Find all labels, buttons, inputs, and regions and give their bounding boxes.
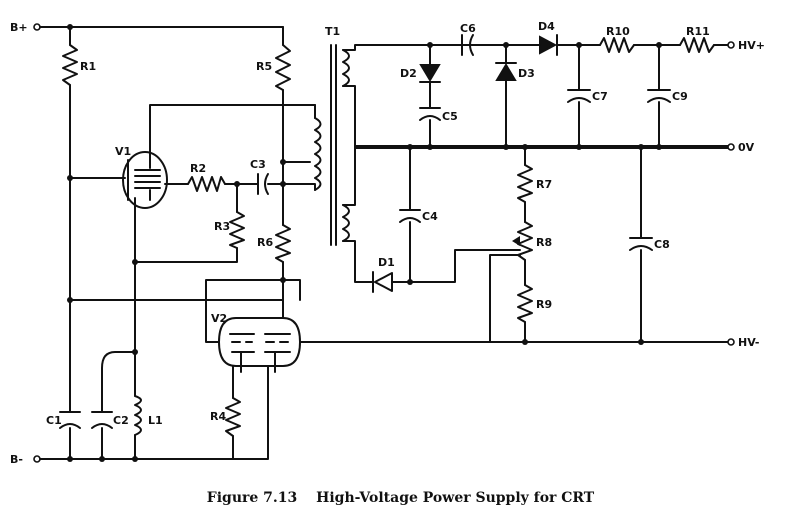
resistor-r11 — [679, 37, 715, 53]
resistors — [62, 37, 715, 437]
zero-v-terminal — [727, 143, 735, 151]
diode-d1 — [372, 249, 521, 293]
resistor-r7 — [517, 164, 533, 203]
capacitor-c5 — [419, 107, 441, 121]
label-l1: L1 — [148, 414, 163, 427]
label-v2: V2 — [211, 312, 227, 325]
resistor-r9 — [517, 284, 533, 323]
capacitor-c4 — [399, 209, 421, 223]
label-r5: R5 — [256, 60, 272, 73]
resistor-r2 — [187, 176, 226, 192]
label-0v: 0V — [738, 141, 755, 154]
capacitor-c9 — [647, 89, 671, 103]
label-c2: C2 — [113, 414, 129, 427]
resistor-r5 — [275, 44, 291, 91]
label-v1: V1 — [115, 145, 131, 158]
label-r7: R7 — [536, 178, 552, 191]
left-wiring — [33, 23, 316, 463]
label-d4: D4 — [538, 20, 555, 33]
diode-d3 — [495, 62, 517, 81]
label-d1: D1 — [378, 256, 395, 269]
label-c8: C8 — [654, 238, 670, 251]
caption-figure-number: Figure 7.13 — [206, 490, 298, 506]
resistor-r4 — [225, 397, 241, 437]
resistor-r1 — [62, 44, 78, 86]
figure-caption: Figure 7.13 High-Voltage Power Supply fo… — [0, 490, 801, 506]
caption-title: High-Voltage Power Supply for CRT — [316, 490, 595, 506]
tube-v1 — [122, 151, 168, 209]
capacitors — [59, 34, 671, 429]
label-c1: C1 — [46, 414, 62, 427]
label-hv-minus: HV- — [738, 336, 759, 349]
label-t1: T1 — [325, 25, 340, 38]
resistor-r6 — [275, 224, 291, 263]
label-r4: R4 — [210, 410, 226, 423]
transformer-t1 — [299, 44, 546, 283]
resistor-r3 — [229, 211, 245, 249]
label-c5: C5 — [442, 110, 458, 123]
label-d3: D3 — [518, 67, 535, 80]
right-wiring — [355, 41, 735, 346]
label-c3: C3 — [250, 158, 266, 171]
hv-minus-terminal — [727, 338, 735, 346]
tube-v2 — [69, 254, 521, 460]
label-r1: R1 — [80, 60, 96, 73]
capacitor-c1 — [59, 411, 81, 429]
resistor-r10 — [599, 37, 635, 53]
label-b-plus: B+ — [10, 21, 28, 34]
capacitor-c3 — [257, 173, 269, 195]
junctions — [67, 24, 662, 462]
label-d2: D2 — [400, 67, 417, 80]
label-c9: C9 — [672, 90, 688, 103]
label-r11: R11 — [686, 25, 710, 38]
diode-d4 — [539, 34, 558, 56]
label-b-minus: B- — [10, 453, 23, 466]
label-r2: R2 — [190, 162, 206, 175]
capacitor-c2 — [91, 411, 113, 429]
capacitor-c7 — [567, 89, 591, 103]
label-hv-plus: HV+ — [738, 39, 765, 52]
diode-d2 — [419, 64, 441, 83]
label-c7: C7 — [592, 90, 608, 103]
circuit-schematic: B+ B- HV+ 0V HV- R1 R2 R3 R4 R5 R6 R7 R8… — [10, 20, 765, 466]
inductor-l1 — [134, 395, 142, 436]
label-r6: R6 — [257, 236, 273, 249]
label-r10: R10 — [606, 25, 630, 38]
hv-plus-terminal — [727, 41, 735, 49]
label-r8: R8 — [536, 236, 552, 249]
label-c4: C4 — [422, 210, 438, 223]
labels: B+ B- HV+ 0V HV- R1 R2 R3 R4 R5 R6 R7 R8… — [10, 20, 765, 466]
label-r3: R3 — [214, 220, 230, 233]
label-r9: R9 — [536, 298, 552, 311]
capacitor-c8 — [629, 237, 653, 251]
label-c6: C6 — [460, 22, 476, 35]
